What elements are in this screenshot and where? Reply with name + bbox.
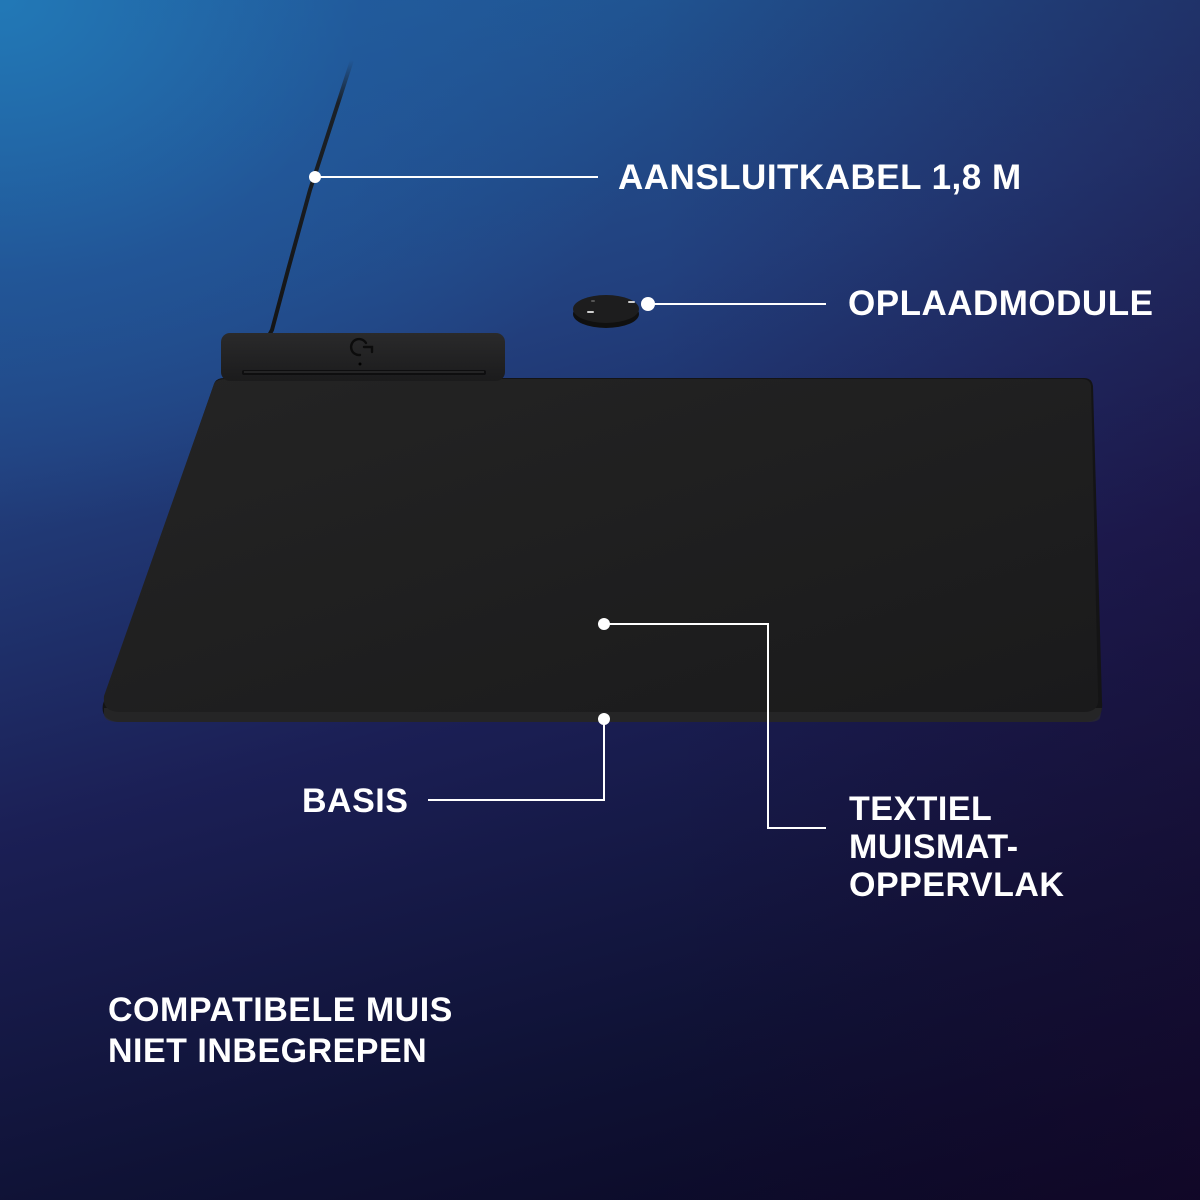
textile-surface-label: TEXTIEL MUISMAT- OPPERVLAK — [849, 790, 1064, 904]
textile-label-line-3: OPPERVLAK — [849, 866, 1065, 905]
callout-dots — [309, 171, 655, 725]
mouse-pad-surface — [103, 379, 1099, 712]
connection-cable — [260, 58, 354, 350]
charging-module — [573, 295, 639, 328]
textile-label-line-2: MUISMAT- — [849, 828, 1019, 867]
module-callout-dot — [641, 297, 655, 311]
basis-callout-line — [428, 719, 605, 801]
basis-callout-dot — [598, 713, 610, 725]
note-line-1: COMPATIBELE MUIS — [108, 991, 453, 1029]
charging-module-label: OPLAADMODULE — [848, 284, 1154, 323]
textile-label-line-1: TEXTIEL — [849, 790, 993, 828]
callout-lines — [315, 176, 826, 829]
cable-label: AANSLUITKABEL 1,8 m — [618, 158, 1022, 197]
mouse-not-included-note: COMPATIBELE MUIS NIET INBEGREPEN — [108, 990, 453, 1072]
note-line-2: NIET INBEGREPEN — [108, 1031, 428, 1070]
textile-callout-dot — [598, 618, 610, 630]
g-logo-icon — [349, 337, 374, 357]
cable-callout-dot — [309, 171, 321, 183]
wireless-hub — [221, 333, 505, 381]
base-label: BASIS — [302, 782, 409, 820]
textile-callout-line — [604, 623, 826, 829]
